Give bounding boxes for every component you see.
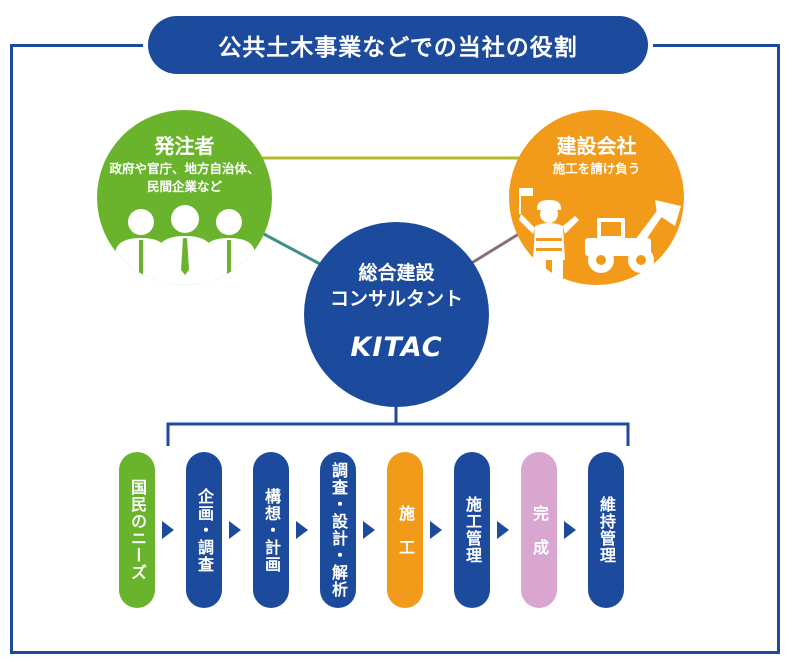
process-step-label: 調査・設計・解析 (329, 462, 348, 598)
process-step-label: 企画・調査 (195, 487, 214, 573)
process-arrow (162, 521, 174, 539)
people-icon (115, 205, 255, 285)
page-title-text: 公共土木事業などでの当社の役割 (218, 35, 578, 61)
process-arrow (229, 521, 241, 539)
process-arrow (564, 521, 576, 539)
process-arrow (363, 521, 375, 539)
process-step: 構想・計画 (253, 452, 289, 608)
contractor-sub: 施工を請け負う (552, 161, 641, 176)
process-step-label: 維持管理 (597, 496, 616, 564)
contractor-consultant-line (469, 230, 523, 266)
process-step-label: 完 成 (530, 504, 549, 556)
consultant-circle: 総合建設 コンサルタント KITAC (304, 222, 489, 407)
page-title: 公共土木事業などでの当社の役割 (148, 16, 648, 74)
consultant-title-line1: 総合建設 (358, 262, 435, 284)
process-arrow (430, 521, 442, 539)
process-step: 施工管理 (454, 452, 490, 608)
process-arrow (296, 521, 308, 539)
worker-icon (519, 188, 579, 285)
client-title: 発注者 (154, 134, 215, 158)
process-step-label: 構想・計画 (262, 487, 281, 573)
process-step: 企画・調査 (186, 452, 222, 608)
consultant-title-line2: コンサルタント (329, 288, 463, 310)
client-sub: 政府や官庁、地方自治体、 民間企業など (97, 160, 272, 196)
client-circle: 発注者 政府や官庁、地方自治体、 民間企業など (97, 110, 272, 285)
process-bracket (166, 422, 630, 446)
process-step-label: 国民のニーズ (128, 479, 147, 581)
process-step: 国民のニーズ (119, 452, 155, 608)
process-step: 維持管理 (588, 452, 624, 608)
kitac-logo: KITAC (350, 332, 443, 363)
process-step: 施 工 (387, 452, 423, 608)
client-sub-line1: 政府や官庁、地方自治体、 (109, 161, 260, 176)
process-step-label: 施 工 (396, 504, 415, 556)
contractor-title: 建設会社 (556, 134, 637, 158)
client-sub-line2: 民間企業など (146, 179, 222, 194)
process-step: 完 成 (521, 452, 557, 608)
process-step: 調査・設計・解析 (320, 452, 356, 608)
process-step-label: 施工管理 (463, 496, 482, 564)
client-consultant-line (259, 230, 321, 266)
contractor-circle: 建設会社 施工を請け負う (509, 110, 684, 285)
construction-illustration (519, 188, 681, 285)
wheel-loader-icon (585, 200, 681, 273)
process-arrow (497, 521, 509, 539)
